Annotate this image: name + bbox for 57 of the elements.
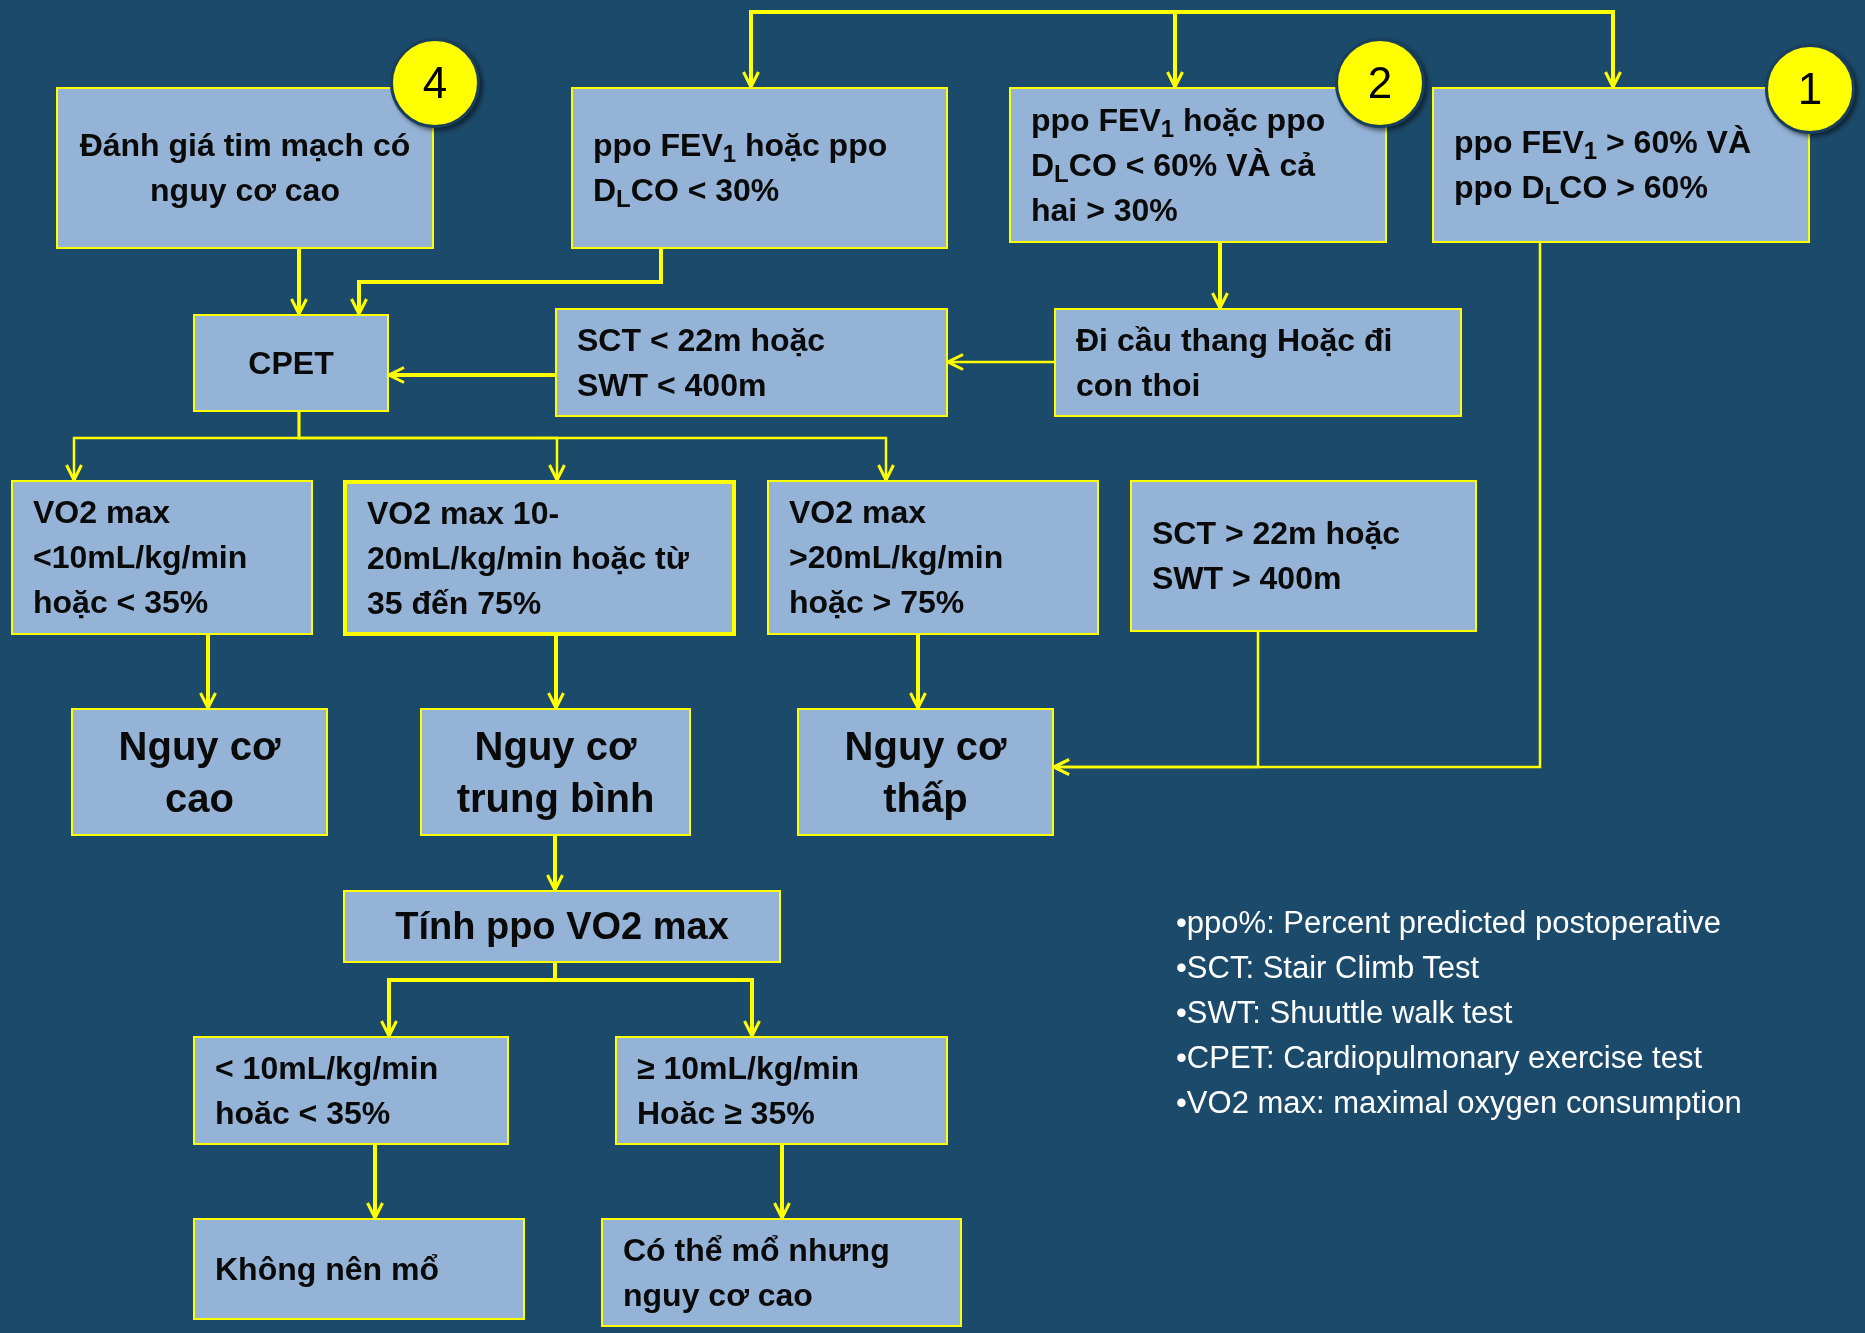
process-box xyxy=(193,314,389,412)
box-text: Nguy cơ thấp xyxy=(843,723,1008,822)
process-box xyxy=(193,1036,509,1145)
box-text: Đánh giá tim mạch có nguy cơ cao xyxy=(78,126,412,210)
arrow xyxy=(546,836,564,892)
note-text: •CPET: Cardiopulmonary exercise test xyxy=(1176,1039,1703,1077)
box-text: SCT > 22m hoặc SWT > 400m xyxy=(1152,514,1402,598)
process-box xyxy=(11,480,313,635)
box-text: VO2 max <10mL/kg/min hoặc < 35% xyxy=(33,493,249,622)
box-text: ≥ 10mL/kg/min Hoăc ≥ 35% xyxy=(637,1048,861,1133)
process-box xyxy=(1054,308,1462,417)
box-text: VO2 max >20mL/kg/min hoặc > 75% xyxy=(789,493,1005,622)
box-text: Tính ppo VO2 max xyxy=(395,904,729,949)
process-box xyxy=(555,308,948,417)
process-box xyxy=(343,480,736,636)
box-text: VO2 max 10-20mL/kg/min hoặc từ 35 đến 75% xyxy=(367,493,690,623)
number-badge: 4 xyxy=(390,38,480,128)
box-text: CPET xyxy=(248,343,334,383)
box-text: SCT < 22m hoặc SWT < 400m xyxy=(577,320,827,405)
note-text: •SWT: Shuuttle walk test xyxy=(1176,994,1514,1032)
number-badge: 1 xyxy=(1765,44,1855,134)
process-box xyxy=(601,1218,962,1327)
process-box xyxy=(420,708,691,836)
arrow xyxy=(909,635,927,710)
arrow xyxy=(1175,10,1622,89)
arrow xyxy=(290,249,308,316)
box-text: Đi cầu thang Hoặc đi con thoi xyxy=(1076,320,1394,405)
process-box xyxy=(1130,480,1477,632)
box-text: Nguy cơ trung bình xyxy=(455,723,656,822)
arrow xyxy=(742,10,1175,89)
process-box xyxy=(797,708,1054,836)
process-box xyxy=(71,708,328,836)
arrow xyxy=(1211,243,1229,310)
note-text: •SCT: Stair Climb Test xyxy=(1176,949,1481,987)
process-box xyxy=(343,890,781,963)
box-text: ppo FEV$_{1}$ hoặc ppo D$_{L}$CO < 30% xyxy=(593,126,889,213)
arrow xyxy=(553,963,761,1038)
process-box xyxy=(193,1218,525,1320)
box-text: ppo FEV$_{1}$ > 60% VÀ ppo D$_{L}$CO > 60% xyxy=(1454,123,1752,210)
process-box xyxy=(767,480,1099,635)
note-text: •VO2 max: maximal oxygen consumption xyxy=(1176,1084,1742,1122)
process-box xyxy=(571,87,948,249)
arrow xyxy=(297,412,895,482)
box-text: Không nên mổ xyxy=(215,1249,439,1289)
arrow xyxy=(366,1145,384,1220)
box-text: Nguy cơ cao xyxy=(117,723,282,822)
number-badge: 2 xyxy=(1335,38,1425,128)
box-text: Có thể mổ nhưng nguy cơ cao xyxy=(623,1230,891,1315)
box-text: < 10mL/kg/min hoăc < 35% xyxy=(215,1048,440,1133)
arrow xyxy=(350,249,663,316)
arrow xyxy=(773,1145,791,1220)
arrow xyxy=(199,635,217,710)
arrow xyxy=(547,636,565,710)
note-text: •ppo%: Percent predicted postoperative xyxy=(1176,904,1723,942)
box-text: ppo FEV$_{1}$ hoặc ppo D$_{L}$CO < 60% VÀ cả hai > 30% xyxy=(1031,100,1327,230)
arrow xyxy=(1166,12,1184,89)
process-box xyxy=(615,1036,948,1145)
